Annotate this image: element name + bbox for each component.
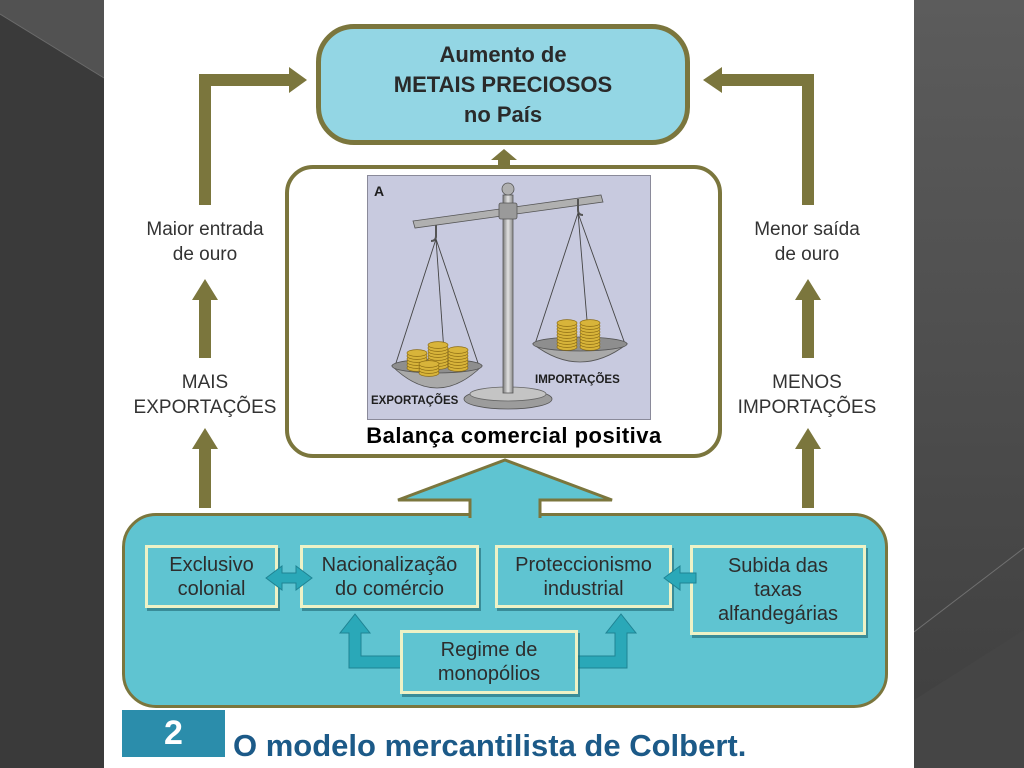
gold-coin [427,341,449,349]
left-hook [430,225,437,242]
left-trade-label: MAIS EXPORTAÇÕES [125,370,285,420]
right-gold-label: Menor saída de ouro [727,217,887,267]
policy-line: alfandegárias [717,603,839,625]
gold-coin [447,346,469,354]
precious-metals-line-2: METAIS PRECIOSOS [393,71,613,97]
right-coin-stacks [556,319,601,351]
precious-metals-line-3: no País [463,101,543,127]
right-gold-line-2: de ouro [774,244,840,265]
figure-title: O modelo mercantilista de Colbert. [233,728,747,763]
policy-line: industrial [543,577,624,600]
policy-exclusivo-colonial: Exclusivo colonial [145,545,278,608]
policy-line: do comércio [335,577,444,600]
diagonal-line [913,547,1024,633]
policy-line: colonial [177,577,246,600]
policy-line: monopólios [437,663,541,685]
policy-nacionalizacao: Nacionalização do comércio [300,545,479,608]
gold-coin [406,349,428,357]
left-gold-line-2: de ouro [172,244,238,265]
balance-caption: Balança comercial positiva [366,423,662,448]
policy-line: Nacionalização [321,553,458,576]
gold-coin [556,319,578,327]
right-strip [914,0,1024,768]
corner-shade [914,630,1024,768]
corner-shade [0,0,104,78]
policy-line: Proteccionismo [515,553,652,576]
precious-metals-line-1: Aumento de [439,41,567,67]
policy-line: taxas [754,579,802,601]
right-gold-line-1: Menor saída [754,219,860,240]
gold-coin [418,360,440,368]
figure-number-badge: 2 [122,710,225,757]
imports-label: IMPORTAÇÕES [535,373,620,386]
exports-label: EXPORTAÇÕES [371,394,459,407]
left-trade-line-1: MAIS [181,372,229,393]
policy-line: Subida das [727,555,829,577]
scale-knob [501,182,515,196]
policy-regime-monopolios: Regime de monopólios [400,630,578,694]
right-trade-line-1: MENOS [772,372,842,393]
right-hook [577,199,584,216]
gold-coin [579,319,601,327]
policy-taxas-alfandegarias: Subida das taxas alfandegárias [690,545,866,635]
left-gold-line-1: Maior entrada [146,219,264,240]
panel-letter: A [374,183,384,199]
precious-metals-box: Aumento de METAIS PRECIOSOS no País [316,24,690,145]
policy-line: Regime de [440,639,538,661]
scale-pivot [498,202,518,220]
policy-line: Exclusivo [169,553,254,576]
diagonal-line [0,13,105,79]
policy-proteccionismo: Proteccionismo industrial [495,545,672,608]
left-gold-label: Maior entrada de ouro [125,217,285,267]
right-trade-line-2: IMPORTAÇÕES [737,397,877,418]
left-trade-line-2: EXPORTAÇÕES [133,397,277,418]
right-trade-label: MENOS IMPORTAÇÕES [727,370,887,420]
left-coin-stacks [406,341,469,377]
scale-pole [502,194,514,394]
balance-scale-illustration: A IMPORTAÇÕES EXPORTAÇÕES [367,175,651,420]
